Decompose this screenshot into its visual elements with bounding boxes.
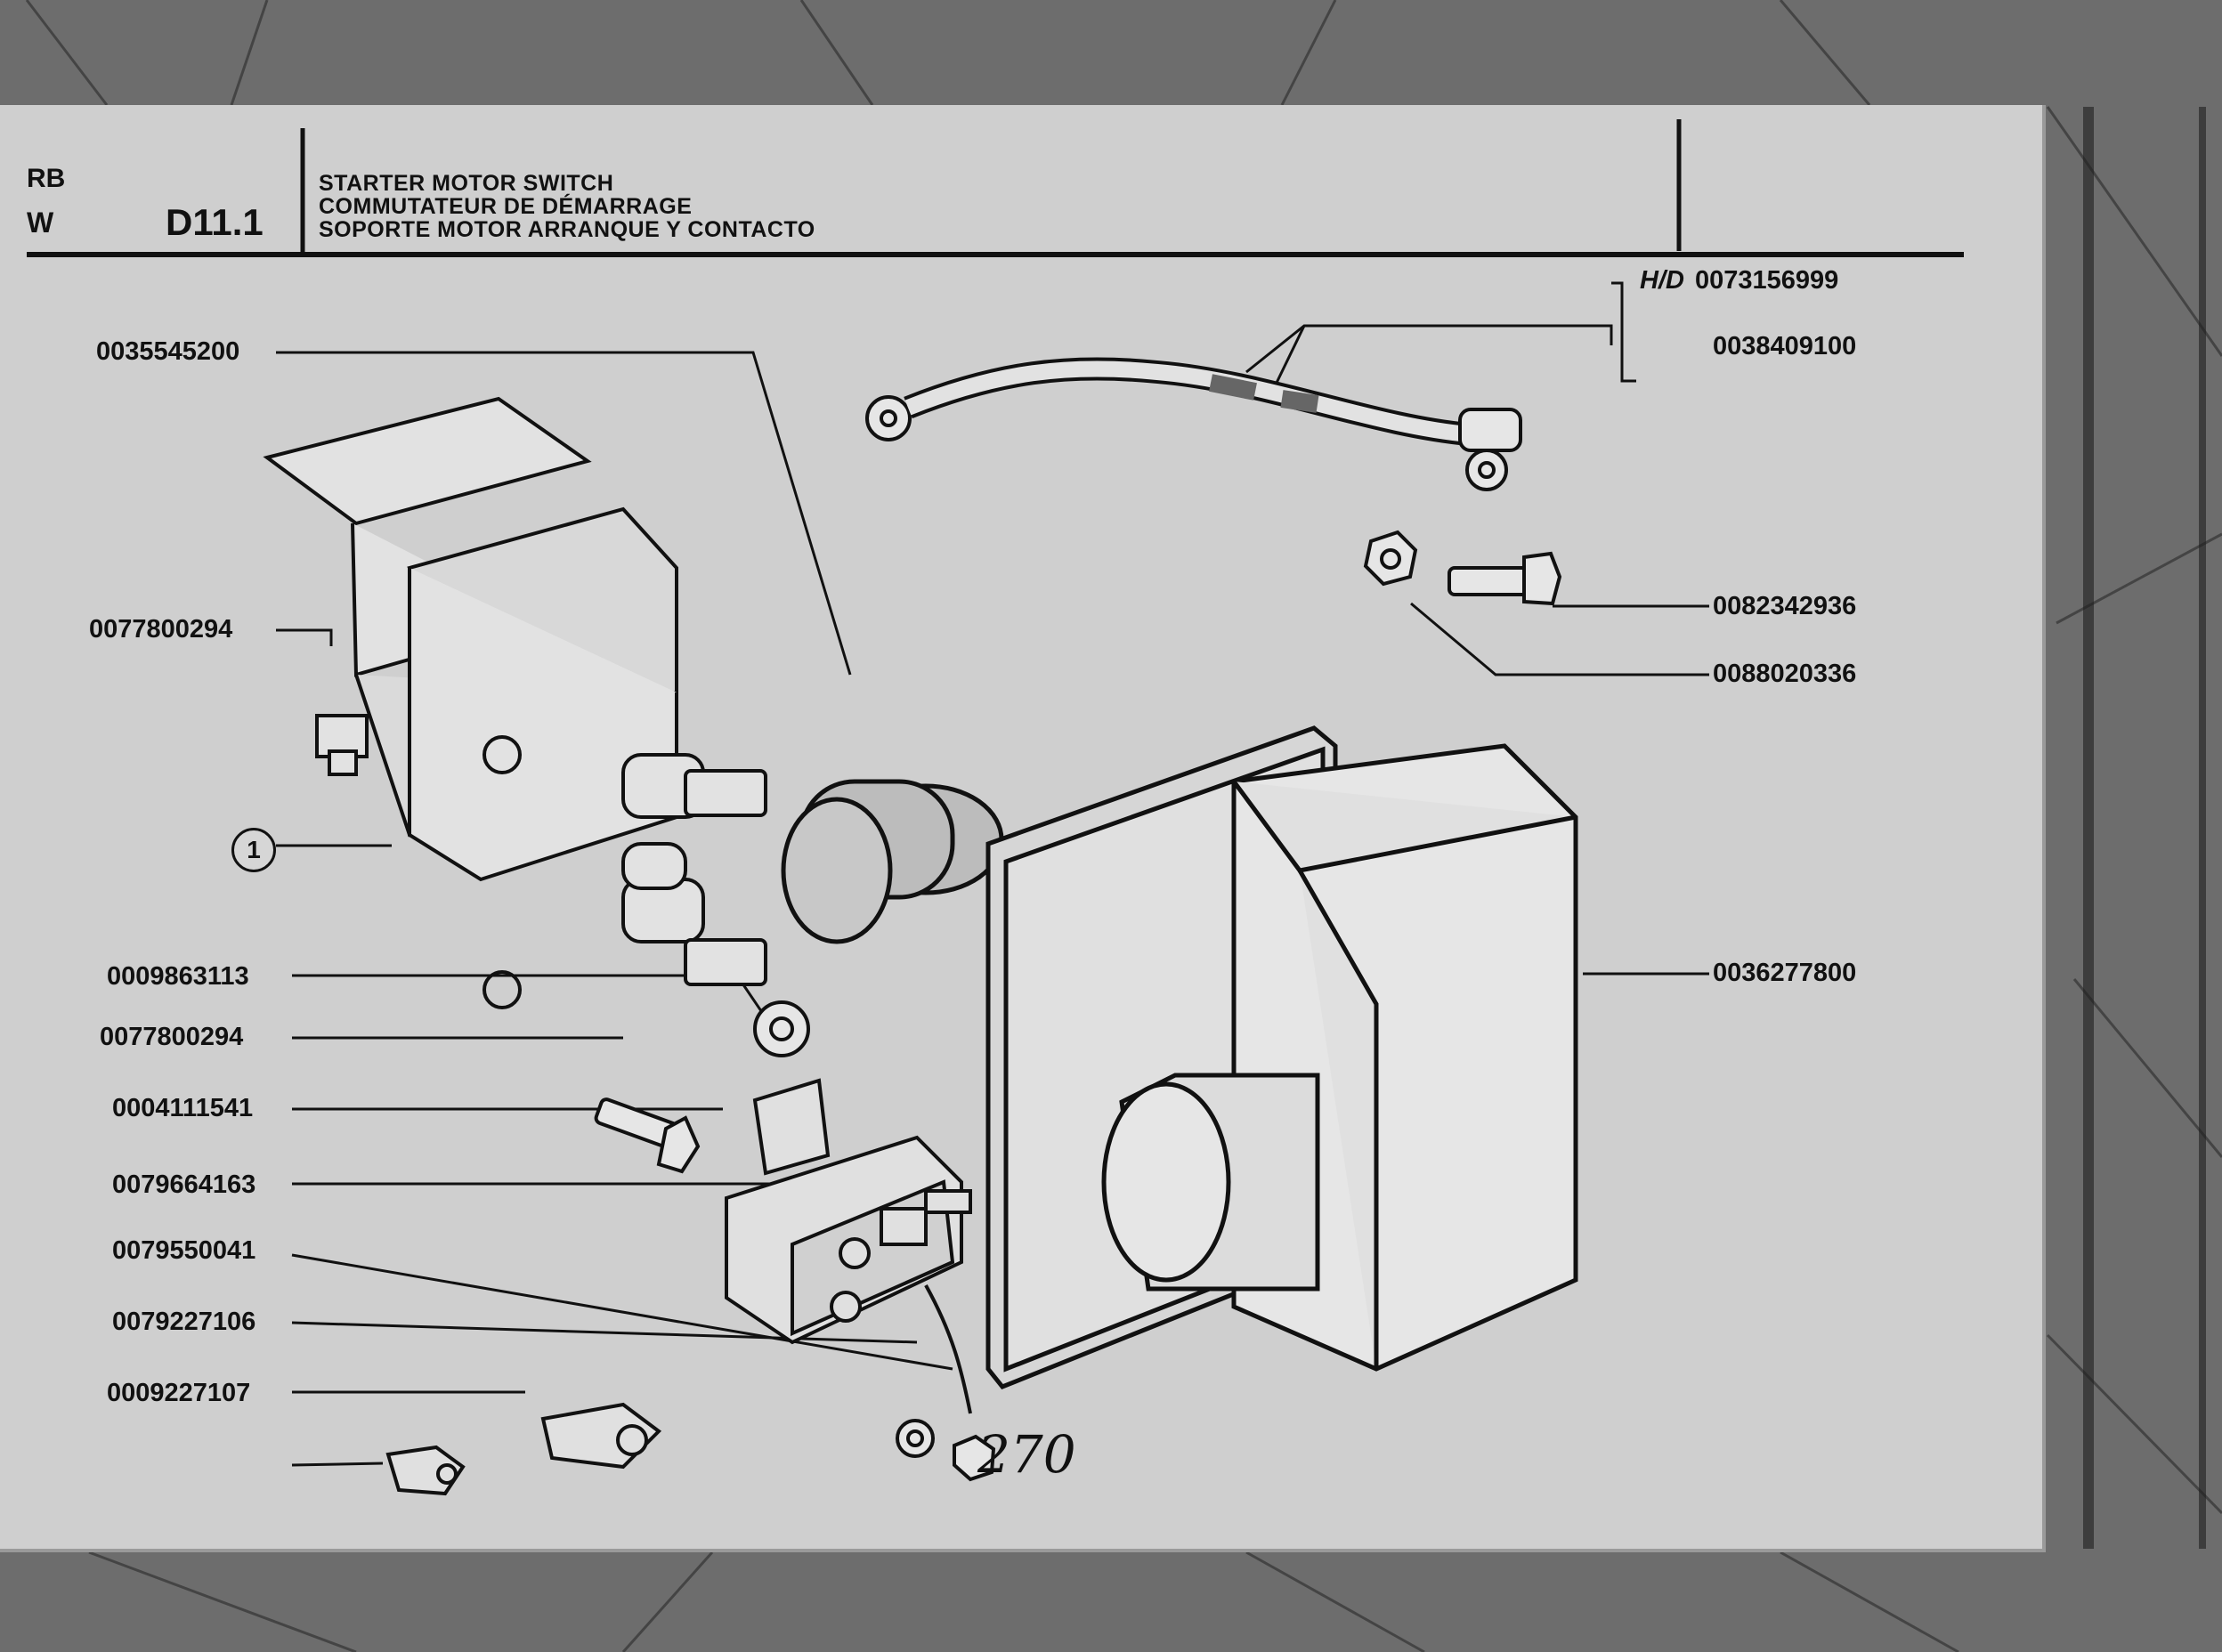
part-label-terminal-large: 0079227106 — [112, 1308, 256, 1336]
nut-and-bolt-drawing — [1363, 530, 1562, 606]
part-label-relay-washer: 0079550041 — [112, 1236, 256, 1265]
header-rules — [27, 119, 1964, 257]
part-label-switch-bolt: 0077800294 — [100, 1023, 244, 1051]
exploded-parts-diagram — [27, 119, 1964, 1496]
part-label-bracket-bolt: 0077800294 — [89, 615, 233, 644]
page-number: 270 — [977, 1424, 1076, 1485]
part-label-relay: 0004111541 — [112, 1094, 254, 1122]
rubber-boot-drawing — [781, 779, 1004, 944]
part-label-cover: 0035545200 — [96, 337, 240, 366]
part-label-washer: 0009863113 — [107, 962, 249, 991]
section-code-bottom: W — [27, 206, 54, 239]
title-french: COMMUTATEUR DE DÉMARRAGE — [319, 194, 693, 219]
terminal-drawing — [385, 1402, 662, 1496]
housing-drawing — [985, 725, 1578, 1390]
section-number: D11.1 — [166, 201, 264, 243]
section-code-top: RB — [27, 164, 66, 193]
relay-nut-and-washer-drawing — [896, 1284, 996, 1482]
hd-prefix: H/D — [1640, 266, 1684, 295]
part-label-terminal-small: 0009227107 — [107, 1379, 251, 1407]
part-label-bolt: 0082342936 — [1713, 592, 1857, 620]
title-english: STARTER MOTOR SWITCH — [319, 171, 614, 196]
part-label-relay-screw: 0079664163 — [112, 1170, 256, 1199]
washer-and-bolt-drawing — [594, 1000, 810, 1174]
starter-switch-drawing — [263, 396, 767, 1009]
part-label-housing: 0036277800 — [1713, 959, 1857, 987]
part-label-cable-hd: H/D 0073156999 — [1640, 265, 1838, 296]
relay-drawing — [725, 1078, 972, 1345]
cable-drawing — [865, 357, 1522, 491]
part-label-nut: 0088020336 — [1713, 660, 1857, 688]
part-label-cable: 0038409100 — [1713, 332, 1857, 360]
item-callout: 1 — [231, 828, 276, 872]
title-spanish: SOPORTE MOTOR ARRANQUE Y CONTACTO — [319, 217, 815, 242]
catalog-page: RB W D11.1 STARTER MOTOR SWITCH COMMUTAT… — [0, 105, 2046, 1552]
part-label-cable-hd-number: 0073156999 — [1694, 266, 1839, 295]
